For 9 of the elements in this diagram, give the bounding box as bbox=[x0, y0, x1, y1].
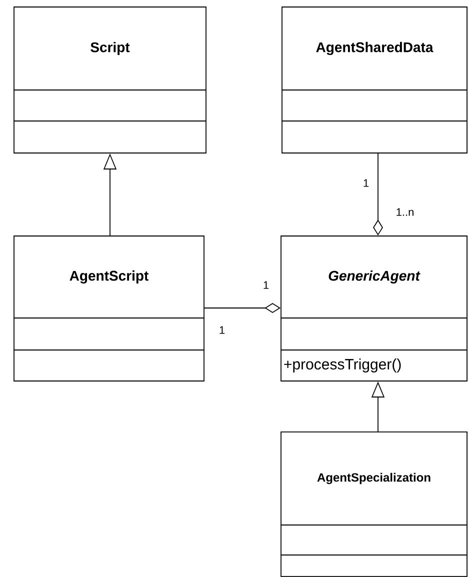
multiplicity-label: 1 bbox=[364, 179, 369, 187]
multiplicity-label: 1..n bbox=[396, 208, 414, 216]
multiplicity-label: 1 bbox=[264, 281, 269, 289]
class-box: AgentSharedData bbox=[282, 6, 468, 154]
class-box: GenericAgent +processTrigger() bbox=[280, 236, 468, 382]
class-box: Script bbox=[14, 6, 206, 154]
class-box: AgentScript bbox=[14, 236, 204, 382]
multiplicity-label: 1 bbox=[220, 326, 225, 334]
class-box: AgentSpecialization bbox=[280, 432, 468, 577]
